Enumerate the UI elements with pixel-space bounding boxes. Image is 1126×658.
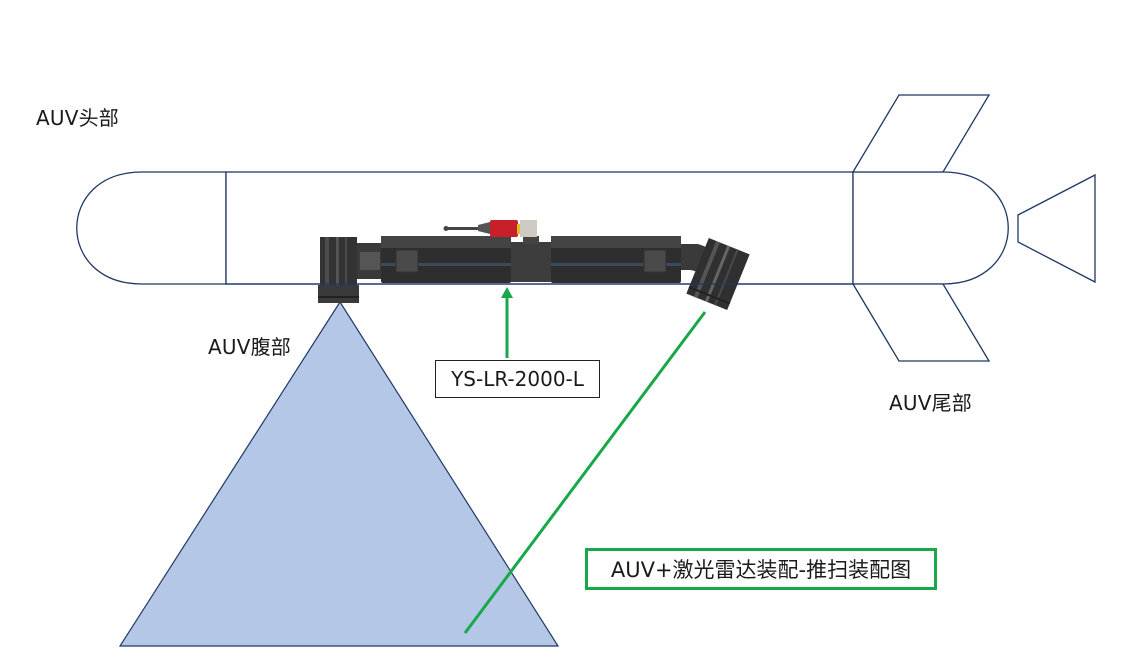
- scan-line: [463, 311, 707, 634]
- device-red-module: [490, 220, 518, 237]
- auv-hull: [76, 94, 1096, 362]
- auv-tail-section: [852, 171, 1009, 285]
- diagram-title-box: AUV+激光雷达装配-推扫装配图: [585, 548, 937, 590]
- label-auv-belly: AUV腹部: [208, 335, 292, 359]
- model-label: YS-LR-2000-L: [451, 367, 584, 391]
- lidar-fov-triangle: [118, 300, 560, 647]
- label-auv-head: AUV头部: [36, 106, 120, 130]
- left-sensor-cap: [318, 285, 359, 303]
- auv-bottom-fin: [851, 283, 991, 362]
- auv-top-fin: [851, 94, 991, 173]
- model-pointer-arrow: [501, 287, 513, 358]
- lidar-device: [318, 220, 750, 311]
- label-auv-tail: AUV尾部: [889, 391, 973, 415]
- auv-propeller: [1017, 173, 1096, 284]
- auv-nose: [76, 171, 227, 285]
- device-grey-module: [520, 220, 537, 237]
- model-label-box: YS-LR-2000-L: [435, 360, 600, 398]
- diagram-title: AUV+激光雷达装配-推扫装配图: [610, 558, 912, 582]
- device-junction: [511, 242, 551, 282]
